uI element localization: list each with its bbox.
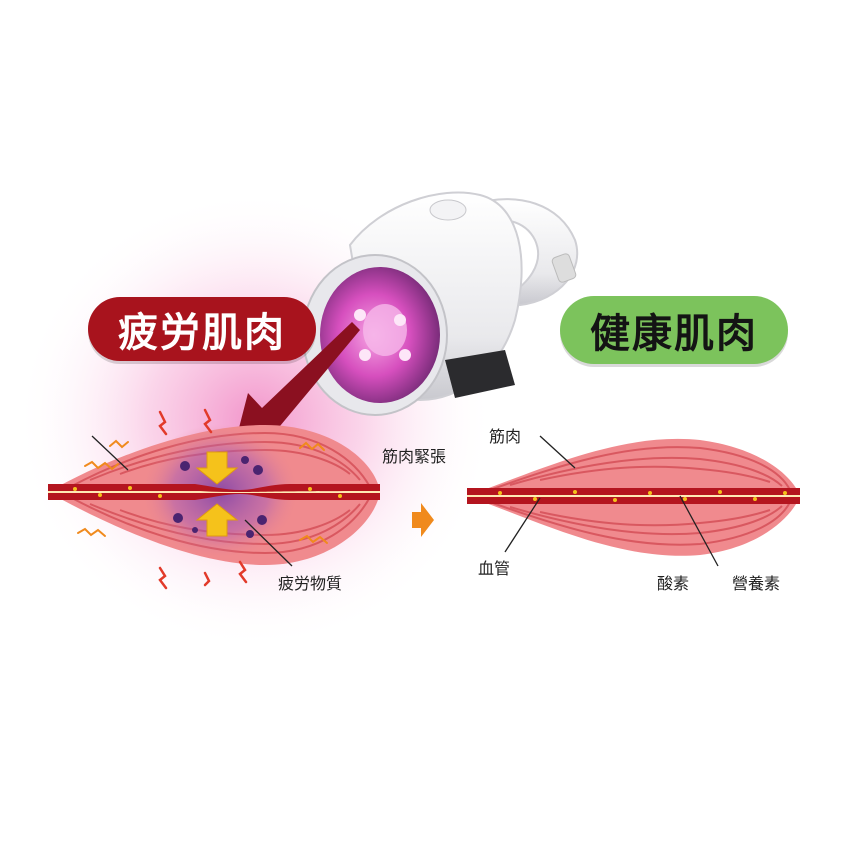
fatigue-particle (173, 456, 267, 538)
fatigue-substance-label: 疲労物質 (278, 574, 343, 593)
nutrients-label: 營養素 (732, 574, 781, 593)
spark-icon (158, 408, 248, 590)
healthy-muscle-badge: 健康肌肉 (560, 296, 788, 364)
muscle-tension-label: 筋肉緊張 (382, 447, 447, 466)
blood-vessel-label: 血管 (478, 559, 511, 578)
fatigued-muscle (48, 408, 380, 590)
device-image (302, 191, 579, 416)
muscle-label: 筋肉 (489, 427, 522, 446)
transition-arrow-icon (412, 503, 434, 537)
compress-arrow-icon (195, 451, 239, 537)
fatigued-muscle-badge: 疲労肌肉 (88, 297, 316, 361)
healthy-muscle (467, 435, 800, 567)
oxygen-label: 酸素 (657, 574, 690, 593)
pointing-arrow-icon (232, 322, 360, 455)
